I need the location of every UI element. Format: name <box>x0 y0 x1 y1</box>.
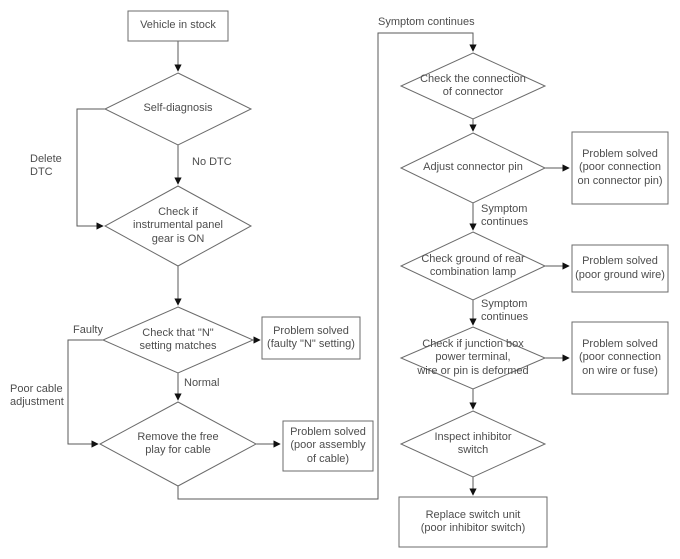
edge-label-faulty: Faulty <box>73 324 103 336</box>
edge-label-symptom-continues-top: Symptom continues <box>378 16 475 28</box>
node-check-n-setting-shape <box>101 306 255 374</box>
node-check-junction-box: Check if junction box power terminal, wi… <box>417 337 529 377</box>
node-vehicle-in-stock: Vehicle in stock <box>140 19 216 32</box>
node-check-connection: Check the connection of connector <box>420 72 526 98</box>
edge-label-symptom-continues-1: Symptom continues <box>481 203 529 229</box>
node-remove-free-play: Remove the free play for cable <box>137 430 219 456</box>
node-solved-ground-wire-shape <box>571 244 669 293</box>
node-solved-poor-assembly: Problem solved (poor assembly of cable) <box>290 425 366 465</box>
edge-label-normal: Normal <box>184 377 220 389</box>
node-solved-connector-pin-shape <box>571 131 669 205</box>
node-solved-connector-pin: Problem solved (poor connection on conne… <box>577 147 663 187</box>
node-solved-poor-assembly-shape <box>282 420 374 472</box>
node-solved-faulty-n: Problem solved (faulty "N" setting) <box>267 324 355 350</box>
edge-label-symptom-continues-2: Symptom continues <box>481 298 529 324</box>
node-check-ground-shape <box>399 231 547 301</box>
edge-symptom-continues-top <box>177 32 477 500</box>
node-solved-ground-wire: Problem solved (poor ground wire) <box>575 255 665 281</box>
node-check-instrumental-panel-shape <box>103 185 253 267</box>
node-inspect-inhibitor: Inspect inhibitor switch <box>434 430 512 456</box>
edge-poor-cable-loop <box>67 339 103 448</box>
node-check-n-setting: Check that "N" setting matches <box>139 326 217 352</box>
edge-delete-dtc-loop <box>76 108 105 230</box>
node-self-diagnosis: Self-diagnosis <box>143 102 213 115</box>
node-solved-wire-fuse-shape <box>571 321 669 395</box>
node-replace-switch: Replace switch unit (poor inhibitor swit… <box>420 508 526 534</box>
node-check-connection-shape <box>399 52 547 120</box>
edge-label-poor-cable-adjustment: Poor cable adjustment <box>10 383 64 409</box>
node-vehicle-in-stock-shape <box>127 10 229 42</box>
node-check-junction-box-shape <box>399 326 547 390</box>
node-self-diagnosis-shape <box>103 72 253 146</box>
node-inspect-inhibitor-shape <box>399 410 547 478</box>
node-adjust-connector-pin-shape <box>399 132 547 204</box>
node-solved-wire-fuse: Problem solved (poor connection on wire … <box>579 337 661 377</box>
node-check-instrumental-panel: Check if instrumental panel gear is ON <box>133 205 223 245</box>
node-check-ground: Check ground of rear combination lamp <box>421 252 525 278</box>
edge-label-delete-dtc: Delete DTC <box>30 153 62 179</box>
node-replace-switch-shape <box>398 496 548 548</box>
node-adjust-connector-pin: Adjust connector pin <box>423 161 523 174</box>
edge-label-no-dtc: No DTC <box>192 156 232 168</box>
node-remove-free-play-shape <box>98 401 258 487</box>
node-solved-faulty-n-shape <box>261 316 361 360</box>
